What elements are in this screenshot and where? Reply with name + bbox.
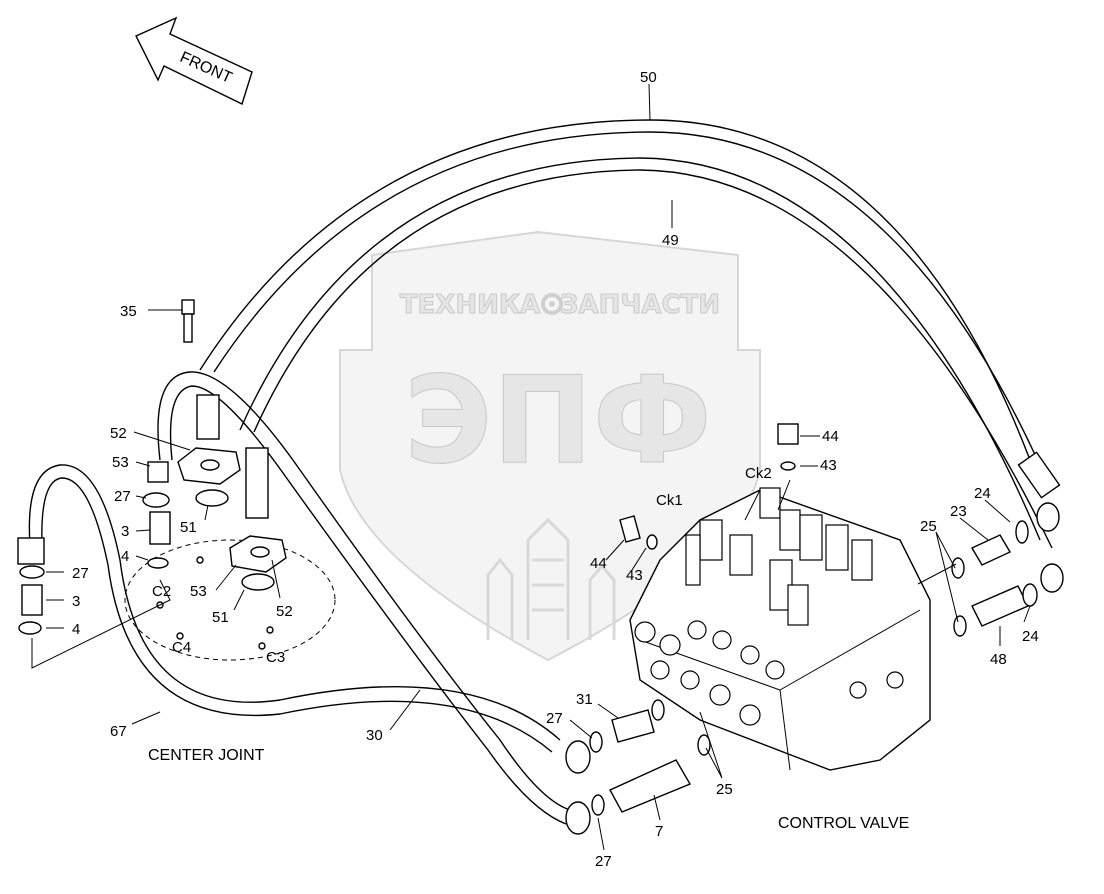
- callout-3-left: 3: [72, 593, 80, 610]
- oring-51-upper: [195, 489, 229, 507]
- callout-23: 23: [950, 503, 967, 520]
- port-label-ck2: Ck2: [745, 465, 772, 482]
- callout-48: 48: [990, 651, 1007, 668]
- callout-24-upper: 24: [974, 485, 991, 502]
- fitting-group-left-lower: [18, 565, 45, 635]
- callout-67: 67: [110, 723, 127, 740]
- callout-53-upper: 53: [112, 454, 129, 471]
- callout-51-upper: 51: [180, 519, 197, 536]
- callout-3-upper: 3: [121, 523, 129, 540]
- flange-53-lower: [229, 535, 287, 573]
- watermark-text-right: ЗАПЧАСТИ: [560, 290, 720, 320]
- control-valve-body: [629, 487, 931, 771]
- callout-52-upper: 52: [110, 425, 127, 442]
- port-label-c4: C4: [172, 639, 191, 656]
- callout-25-bottom: 25: [716, 781, 733, 798]
- callout-27-lowest: 27: [595, 853, 612, 870]
- gear-icon: [541, 293, 563, 315]
- callout-27-upper: 27: [114, 488, 131, 505]
- control-valve-label: CONTROL VALVE: [778, 815, 909, 832]
- callout-51-lower: 51: [212, 609, 229, 626]
- watermark-big-text: ЭПФ: [404, 352, 712, 491]
- callout-24-lower: 24: [1022, 628, 1039, 645]
- callout-43-lower: 43: [626, 567, 643, 584]
- hose-50: [199, 119, 1043, 471]
- watermark-logo: ТЕХНИКА ЗАПЧАСТИ ЭПФ: [339, 230, 761, 662]
- leader-lines: [31, 83, 1031, 851]
- callout-4-upper: 4: [121, 548, 129, 565]
- callout-27-left: 27: [72, 565, 89, 582]
- hose-end-fittings-right: [1017, 451, 1064, 593]
- hose-67-fitting: [17, 537, 45, 565]
- callout-31: 31: [576, 691, 593, 708]
- callout-numbers: 50 49 35 52 53 27 3 4 51 27 3 4 53 51 52…: [72, 69, 1039, 870]
- hose-fitting-vertical: [147, 394, 269, 519]
- center-joint-label: CENTER JOINT: [148, 747, 265, 764]
- callout-53-lower: 53: [190, 583, 207, 600]
- fitting-31: [589, 699, 665, 753]
- flange-53-upper: [177, 447, 241, 485]
- port-label-c3: C3: [266, 649, 285, 666]
- bolt-35: [181, 299, 195, 343]
- callout-52-lower: 52: [276, 603, 293, 620]
- watermark-text-left: ТЕХНИКА: [400, 290, 540, 320]
- bolt-44-lower: [619, 515, 658, 550]
- callout-43-upper: 43: [820, 457, 837, 474]
- fitting-7: [591, 734, 711, 816]
- callout-7: 7: [655, 823, 663, 840]
- callout-4-left: 4: [72, 621, 80, 638]
- hose-30: [157, 371, 591, 835]
- port-label-ck1: Ck1: [656, 492, 683, 509]
- callout-44-upper: 44: [822, 428, 839, 445]
- callout-25-right: 25: [920, 518, 937, 535]
- callout-30: 30: [366, 727, 383, 744]
- bolt-44-upper: [777, 423, 799, 471]
- callout-35: 35: [120, 303, 137, 320]
- hose-67: [17, 464, 561, 753]
- watermark-building-icon: [486, 517, 616, 640]
- fitting-23: [951, 520, 1029, 579]
- callout-50: 50: [640, 69, 657, 86]
- port-label-c2: C2: [152, 583, 171, 600]
- fitting-group-left-upper: [142, 492, 171, 569]
- callout-44-lower: 44: [590, 555, 607, 572]
- callout-49: 49: [662, 232, 679, 249]
- callout-27-bottom: 27: [546, 710, 563, 727]
- front-direction-arrow: FRONT: [135, 16, 253, 105]
- hose-49: [239, 157, 1053, 549]
- oring-51-lower: [241, 573, 275, 591]
